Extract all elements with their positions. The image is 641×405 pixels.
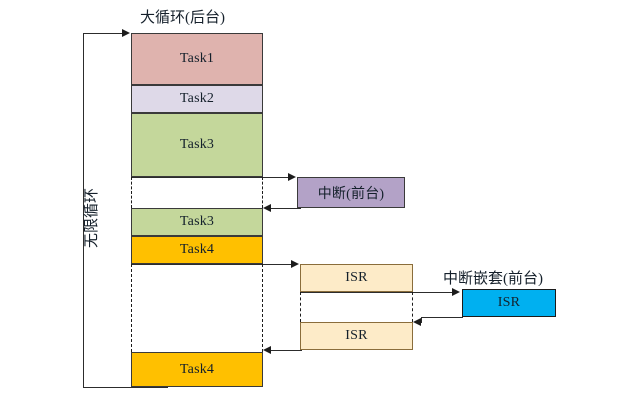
isr-gap-right-dash bbox=[412, 292, 413, 322]
nested-isr-entry-arrowhead-icon bbox=[452, 288, 460, 296]
suspend-gap2-left-dash bbox=[131, 264, 132, 352]
isr-block-first[interactable]: ISR bbox=[300, 264, 413, 292]
interrupt-entry-line bbox=[263, 177, 289, 178]
isr-return-line bbox=[271, 350, 302, 351]
task-block-task4-first[interactable]: Task4 bbox=[131, 236, 263, 264]
interrupt-block-label: 中断(前台) bbox=[317, 186, 385, 202]
infinite-loop-top-segment bbox=[83, 33, 123, 34]
isr-return-corner bbox=[300, 350, 301, 351]
interrupt-return-arrowhead-icon bbox=[263, 204, 271, 212]
isr-return-arrowhead-icon bbox=[263, 346, 271, 354]
isr-gap-top-line bbox=[300, 292, 413, 293]
infinite-loop-label: 无限循环 bbox=[84, 187, 100, 248]
interrupt-entry-arrowhead-icon bbox=[288, 173, 296, 181]
title-main-loop: 大循环(后台) bbox=[140, 10, 225, 26]
isr-block-label: ISR bbox=[345, 328, 368, 343]
interrupt-block[interactable]: 中断(前台) bbox=[297, 177, 405, 208]
task-block-label: Task4 bbox=[179, 361, 215, 377]
isr-entry-arrowhead-icon bbox=[291, 260, 299, 268]
task-block-task3-resumed[interactable]: Task3 bbox=[131, 208, 263, 236]
infinite-loop-spine bbox=[83, 33, 84, 387]
task-block-label: Task2 bbox=[179, 91, 215, 106]
nested-isr-block[interactable]: ISR bbox=[462, 289, 556, 317]
isr-block-resumed[interactable]: ISR bbox=[300, 322, 413, 350]
task-block-task2[interactable]: Task2 bbox=[131, 85, 263, 113]
title-nested-interrupt: 中断嵌套(前台) bbox=[443, 271, 543, 287]
suspend-gap1-left-dash bbox=[131, 177, 132, 208]
suspend-gap1-top-line bbox=[131, 177, 263, 178]
suspend-gap2-top-line bbox=[131, 264, 263, 265]
isr-block-label: ISR bbox=[345, 270, 368, 285]
infinite-loop-arrowhead-icon bbox=[122, 29, 130, 37]
isr-gap-left-dash bbox=[300, 292, 301, 322]
task-block-task3-first[interactable]: Task3 bbox=[131, 113, 263, 177]
nested-isr-return-corner bbox=[421, 317, 422, 322]
nested-isr-entry-line bbox=[413, 292, 452, 293]
suspend-gap2-right-dash bbox=[262, 264, 263, 352]
nested-isr-label: ISR bbox=[497, 295, 521, 310]
task-block-label: Task1 bbox=[179, 51, 215, 66]
task-block-label: Task3 bbox=[179, 137, 215, 152]
infinite-loop-bottom-segment bbox=[83, 387, 168, 388]
task-block-task1[interactable]: Task1 bbox=[131, 33, 263, 85]
isr-entry-line bbox=[263, 264, 291, 265]
suspend-gap1-right-dash bbox=[262, 177, 263, 208]
task-block-label: Task4 bbox=[179, 242, 215, 257]
task-block-label: Task3 bbox=[179, 214, 215, 229]
interrupt-return-line bbox=[271, 208, 301, 209]
task-block-task4-resumed[interactable]: Task4 bbox=[131, 352, 263, 387]
nested-isr-return-line bbox=[421, 317, 463, 318]
nested-isr-return-arrowhead-icon bbox=[413, 318, 421, 326]
nested-isr-return-spacer bbox=[421, 322, 422, 323]
